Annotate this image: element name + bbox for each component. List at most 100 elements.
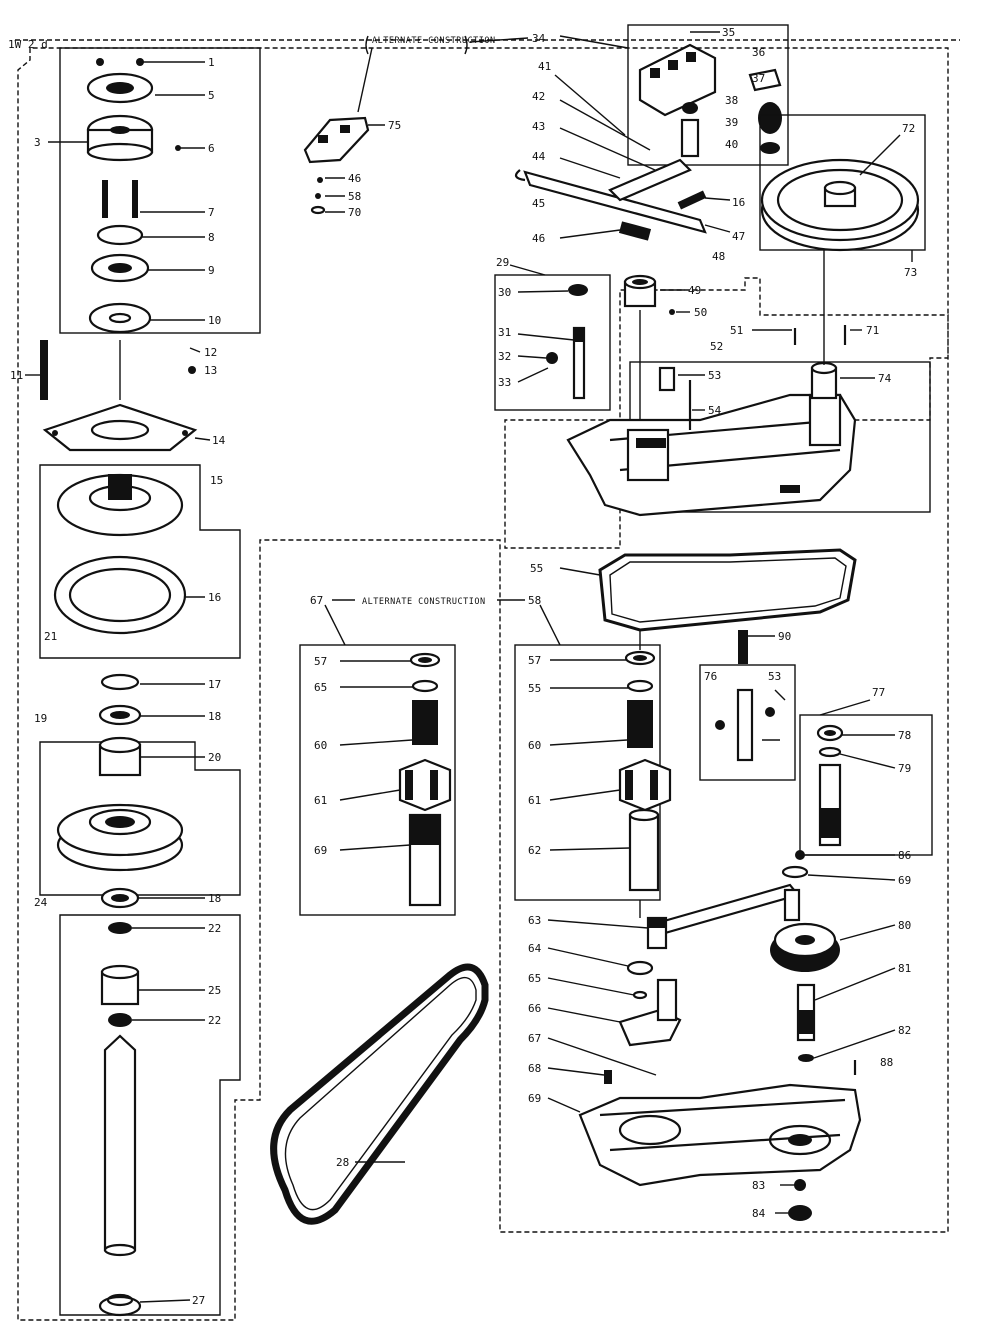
callout-69-ring: 69 bbox=[898, 874, 911, 887]
callout-33: 33 bbox=[498, 376, 511, 389]
callout-58: 58 bbox=[528, 594, 541, 607]
callout-15: 15 bbox=[210, 474, 223, 487]
callout-18-lower: 18 bbox=[208, 892, 221, 905]
part-22-upper bbox=[108, 922, 132, 934]
part-55-gasket bbox=[598, 548, 857, 632]
callout-64: 64 bbox=[528, 942, 542, 955]
callout-8: 8 bbox=[208, 231, 215, 244]
group-box-1-10 bbox=[59, 47, 261, 334]
part-69-gear-case bbox=[578, 1083, 862, 1187]
callout-5: 5 bbox=[208, 89, 215, 102]
callout-62: 62 bbox=[528, 844, 541, 857]
callout-40: 40 bbox=[725, 138, 738, 151]
callout-43: 43 bbox=[532, 120, 545, 133]
part-64-washer bbox=[626, 960, 654, 976]
callout-31: 31 bbox=[498, 326, 511, 339]
callout-48: 48 bbox=[712, 250, 725, 263]
part-55-ring bbox=[626, 679, 654, 693]
part-26-shaft bbox=[103, 1034, 137, 1252]
part-63-shaft bbox=[648, 883, 800, 937]
callout-20: 20 bbox=[208, 751, 221, 764]
part-30-nut bbox=[568, 284, 588, 296]
callout-55: 55 bbox=[530, 562, 543, 575]
callout-39: 39 bbox=[725, 116, 738, 129]
part-1-bolt bbox=[96, 58, 104, 66]
alternate-construction-note-mid: ALTERNATE CONSTRUCTION bbox=[362, 597, 486, 607]
callout-alt-57: 57 bbox=[314, 655, 327, 668]
part-32-clip bbox=[546, 352, 558, 364]
callout-9: 9 bbox=[208, 264, 215, 277]
callout-38: 38 bbox=[725, 94, 738, 107]
group-box-35-40 bbox=[627, 24, 789, 166]
part-83-washer bbox=[794, 1179, 806, 1191]
alt-part-60-spring bbox=[412, 700, 438, 745]
callout-36: 36 bbox=[752, 46, 765, 59]
part-17-ring bbox=[100, 673, 140, 691]
callout-24: 24 bbox=[34, 896, 48, 909]
callout-67-lower: 67 bbox=[528, 1032, 541, 1045]
part-45-link bbox=[608, 158, 692, 202]
callout-7: 7 bbox=[208, 206, 215, 219]
part-36-clip bbox=[748, 68, 782, 92]
callout-77: 77 bbox=[872, 686, 885, 699]
callout-46: 46 bbox=[532, 232, 545, 245]
part-38-nut bbox=[682, 102, 698, 114]
callout-57: 57 bbox=[528, 654, 541, 667]
callout-19: 19 bbox=[34, 712, 47, 725]
group-box-15-16 bbox=[39, 464, 241, 659]
alt-part-65-ring bbox=[411, 679, 439, 693]
part-28-belt bbox=[270, 963, 489, 1225]
callout-67: 67 bbox=[310, 594, 323, 607]
part-35-switch-block bbox=[638, 43, 717, 117]
part-75-bracket bbox=[303, 116, 370, 164]
callout-1: 1 bbox=[208, 56, 215, 69]
callout-50: 50 bbox=[694, 306, 707, 319]
callout-labels: 1 5 3 6 7 8 9 10 11 12 13 14 15 16 21 17… bbox=[10, 26, 917, 1307]
part-79-ring bbox=[818, 746, 842, 758]
callout-28: 28 bbox=[336, 1156, 349, 1169]
part-90-spring bbox=[738, 630, 748, 664]
callout-52: 52 bbox=[710, 340, 723, 353]
callout-66: 66 bbox=[528, 1002, 541, 1015]
callout-alt-60: 60 bbox=[314, 739, 327, 752]
part-39-plunger bbox=[680, 118, 700, 158]
callout-53: 53 bbox=[708, 369, 721, 382]
callout-16: 16 bbox=[208, 591, 221, 604]
callout-65: 65 bbox=[528, 972, 541, 985]
part-76-shaft bbox=[736, 688, 754, 762]
callout-63: 63 bbox=[528, 914, 541, 927]
part-13-screw bbox=[188, 366, 196, 374]
callout-90: 90 bbox=[778, 630, 791, 643]
part-7-spring bbox=[102, 180, 108, 218]
part-53-clip bbox=[765, 707, 775, 717]
callout-47: 47 bbox=[732, 230, 745, 243]
callout-21: 21 bbox=[44, 630, 57, 643]
callout-13: 13 bbox=[204, 364, 217, 377]
callout-45: 45 bbox=[532, 197, 545, 210]
callout-83: 83 bbox=[752, 1179, 765, 1192]
callout-80: 80 bbox=[898, 919, 911, 932]
part-82-washer bbox=[798, 1054, 814, 1062]
part-84-nut bbox=[788, 1205, 812, 1221]
callout-61: 61 bbox=[528, 794, 541, 807]
callout-12: 12 bbox=[204, 346, 217, 359]
part-22-lower bbox=[108, 1013, 132, 1027]
callout-alt-65: 65 bbox=[314, 681, 327, 694]
callout-10: 10 bbox=[208, 314, 221, 327]
alternate-construction-note-top: ALTERNATE CONSTRUCTION bbox=[372, 36, 496, 46]
callout-41: 41 bbox=[538, 60, 551, 73]
callout-22-lower: 22 bbox=[208, 1014, 221, 1027]
callout-82: 82 bbox=[898, 1024, 911, 1037]
group-box-29-33 bbox=[494, 274, 611, 411]
callout-34: 34 bbox=[532, 32, 546, 45]
callout-79: 79 bbox=[898, 762, 911, 775]
callout-69: 69 bbox=[528, 1092, 541, 1105]
part-14-gasket bbox=[42, 403, 198, 452]
callout-25: 25 bbox=[208, 984, 221, 997]
callout-37: 37 bbox=[752, 72, 765, 85]
callout-alt-69: 69 bbox=[314, 844, 327, 857]
group-box-76 bbox=[699, 664, 796, 781]
part-68-pin bbox=[604, 1070, 612, 1084]
callout-60: 60 bbox=[528, 739, 541, 752]
